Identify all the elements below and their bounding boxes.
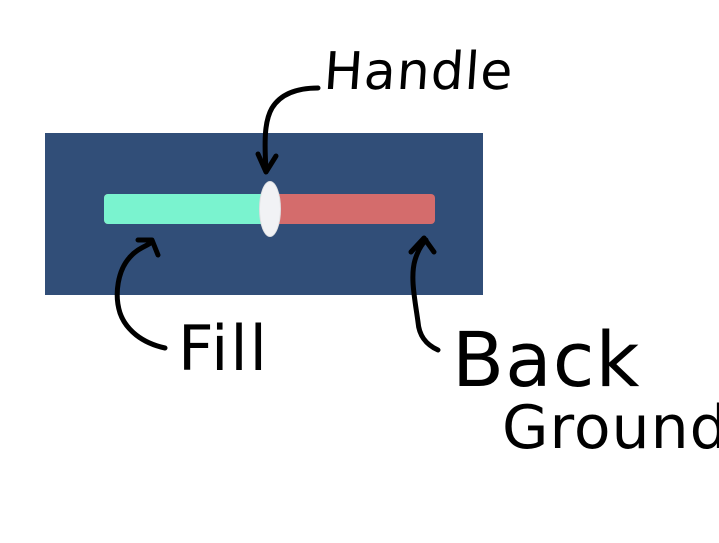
handle-arrowhead: [255, 151, 279, 175]
label-handle: Handle: [321, 42, 516, 102]
handle-arrow: [262, 85, 321, 173]
fill-arrow: [114, 239, 168, 351]
label-background-line2: Ground: [502, 393, 719, 463]
slider-fill: [104, 194, 270, 224]
label-fill: Fill: [178, 312, 269, 385]
fill-arrowhead: [135, 237, 161, 258]
label-background-line1: Back: [452, 315, 641, 404]
background-arrow: [410, 237, 441, 353]
slider-handle[interactable]: [258, 181, 281, 237]
slider[interactable]: [104, 181, 435, 237]
background-arrowhead: [408, 235, 437, 255]
